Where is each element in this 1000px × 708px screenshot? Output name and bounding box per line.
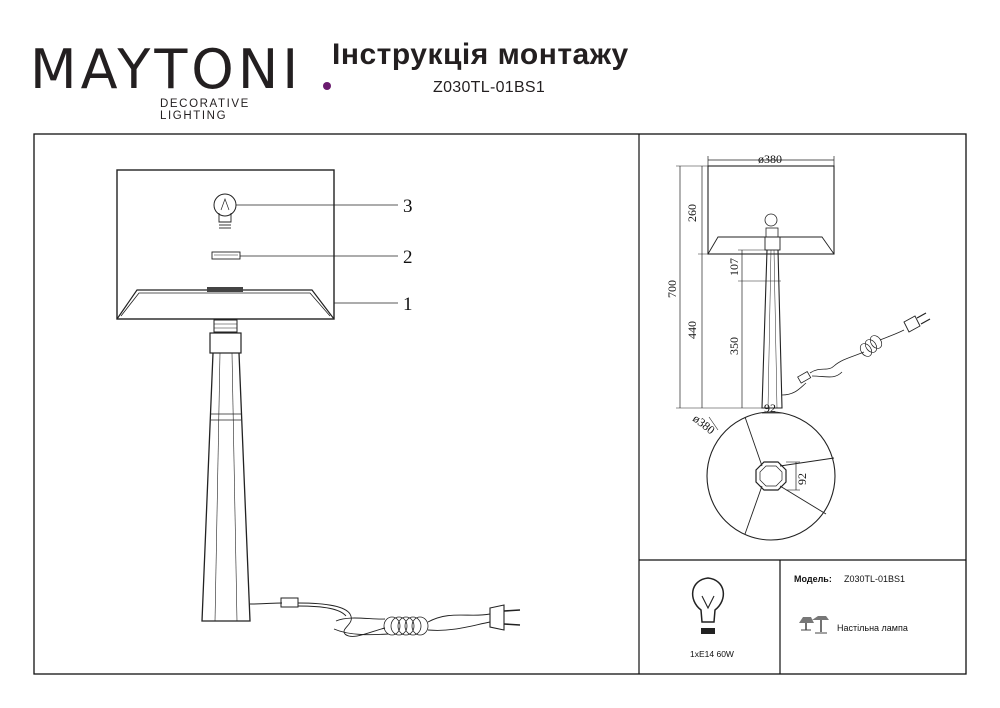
lamp-type: Настільна лампа <box>837 623 908 633</box>
bulb-spec: 1xE14 60W <box>690 649 734 659</box>
inline-switch <box>280 597 299 608</box>
brand-logo: MAYTONI DECORATIVE LIGHTING <box>30 38 331 122</box>
model-value: Z030TL-01BS1 <box>844 574 905 584</box>
lamp-body <box>201 352 251 622</box>
socket-coupler <box>213 319 238 333</box>
dim-shade-diameter: ø380 <box>758 152 782 166</box>
light-bulb-icon <box>692 577 724 634</box>
lampshade <box>116 169 335 320</box>
main-lamp-diagram <box>116 169 521 637</box>
power-plug <box>489 604 521 631</box>
dim-total-height: 700 <box>665 280 679 298</box>
shade-holder-ring <box>211 251 241 260</box>
dim-plan-diameter: ø380 <box>690 411 718 437</box>
table-lamp-icon <box>799 616 829 634</box>
plan-view-drawing <box>706 411 836 541</box>
callout-3: 3 <box>403 196 413 217</box>
document-title: Інструкція монтажу <box>332 38 629 71</box>
bulb-diagram <box>213 193 237 229</box>
callout-2: 2 <box>403 247 413 268</box>
sheet-frame <box>33 133 967 675</box>
brand-name: MAYTONI <box>30 38 303 101</box>
dim-base-width: 92 <box>764 401 776 415</box>
dim-body-lower: 350 <box>727 337 741 355</box>
dim-stem-upper: 107 <box>727 258 741 276</box>
callout-1: 1 <box>403 294 413 315</box>
document-model-code: Z030TL-01BS1 <box>433 79 546 96</box>
side-view-drawing <box>676 156 931 414</box>
logo-dot <box>323 82 331 90</box>
cord-coil <box>383 616 429 636</box>
dim-shade-height: 260 <box>685 204 699 222</box>
brand-tagline: DECORATIVE LIGHTING <box>160 98 250 122</box>
dim-plan-base: 92 <box>795 473 809 485</box>
model-label: Модель: <box>794 574 832 584</box>
dim-body-height: 440 <box>685 321 699 339</box>
